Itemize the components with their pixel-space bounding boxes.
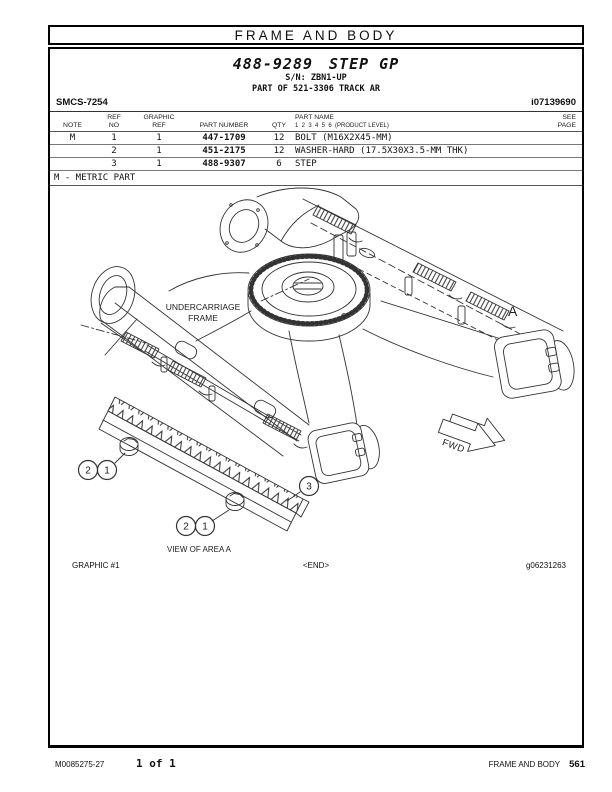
callout-leader	[211, 509, 230, 522]
cell-part-name: WASHER-HARD (17.5X30X3.5-MM THK)	[295, 144, 524, 158]
page-footer: M0085275-27 1 of 1 FRAME AND BODY 561	[0, 757, 612, 771]
col-qty: QTY	[263, 112, 295, 132]
cell-part-name: BOLT (M16X2X45-MM)	[295, 131, 524, 145]
cell-ref-no: 2	[95, 144, 133, 158]
cell-qty: 12	[263, 144, 295, 158]
cell-ref-no: 1	[95, 131, 133, 145]
callout-leader	[114, 452, 126, 464]
center-bearing-ring	[247, 253, 371, 342]
group-part-title: STEP GP	[329, 55, 400, 73]
cell-note	[50, 144, 95, 158]
bolt	[119, 437, 139, 456]
cell-see-page	[524, 131, 582, 145]
product-level-sub: 1 2 3 4 5 6 (PRODUCT LEVEL)	[295, 122, 389, 129]
frame-label-line1: UNDERCARRIAGE	[166, 302, 241, 312]
callout-number: 3	[306, 482, 312, 493]
frame-label-line2: FRAME	[188, 313, 218, 323]
bottom-corner-mount	[307, 422, 380, 484]
callout-circle	[298, 475, 320, 497]
view-caption: VIEW OF AREA A	[167, 545, 232, 554]
footer-doc-number: M0085275-27	[55, 760, 105, 769]
part-of-line: PART OF 521-3306 TRACK AR	[252, 84, 380, 94]
smcs-row: SMCS-7254 i07139690	[50, 97, 582, 108]
bolt	[225, 492, 245, 511]
cell-graphic-ref: 1	[133, 157, 185, 171]
col-part-number: PART NUMBER	[185, 112, 263, 132]
right-corner-mount	[494, 329, 575, 399]
upper-left-mount	[219, 187, 376, 262]
cell-part-number: 447-1709	[185, 131, 263, 145]
cell-part-name: STEP	[295, 157, 524, 171]
cell-note: M	[50, 131, 95, 145]
label-leader-line	[260, 278, 310, 302]
step-strips-right	[312, 205, 516, 329]
callouts	[77, 459, 320, 537]
footer-page-number: 561	[569, 759, 585, 770]
graphic-number: GRAPHIC #1	[72, 561, 120, 570]
graphic-caption-row: GRAPHIC #1 <END> g06231263	[50, 561, 582, 573]
callout-number: 2	[85, 466, 91, 477]
end-marker: <END>	[302, 561, 330, 570]
parts-diagram: UNDERCARRIAGE FRAME A FWD 2 1 2 1 3 VIEW…	[77, 187, 575, 554]
metric-footnote: M - METRIC PART	[50, 171, 582, 186]
callout-circle	[194, 515, 216, 537]
col-note: NOTE	[50, 112, 95, 132]
label-leader-line	[80, 324, 147, 344]
callout-number: 2	[183, 522, 189, 533]
cell-qty: 12	[263, 131, 295, 145]
cell-part-number: 451-2175	[185, 144, 263, 158]
cell-note	[50, 157, 95, 171]
footer-page-count: 1 of 1	[136, 757, 176, 770]
table-row: M 1 1 447-1709 12 BOLT (M16X2X45-MM)	[50, 131, 582, 145]
callout-circle	[96, 459, 118, 481]
callout-number: 1	[104, 466, 110, 477]
cell-ref-no: 3	[95, 157, 133, 171]
table-row: 3 1 488-9307 6 STEP	[50, 157, 582, 171]
cell-see-page	[524, 157, 582, 171]
graphic-id: g06231263	[525, 561, 566, 570]
cell-see-page	[524, 144, 582, 158]
callout-number: 1	[202, 522, 208, 533]
cell-part-number: 488-9307	[185, 157, 263, 171]
section-title: FRAME AND BODY	[234, 27, 398, 43]
table-row: 2 1 451-2175 12 WASHER-HARD (17.5X30X3.5…	[50, 144, 582, 158]
doc-id: i07139690	[531, 97, 576, 108]
fwd-arrow-icon	[437, 413, 506, 452]
cell-graphic-ref: 1	[133, 144, 185, 158]
cell-qty: 6	[263, 157, 295, 171]
content-box: 488-9289 STEP GP S/N: ZBN1-UP PART OF 521…	[48, 47, 584, 748]
serial-range: S/N: ZBN1-UP	[285, 73, 347, 83]
section-header-box: FRAME AND BODY	[48, 25, 584, 45]
smcs-code: SMCS-7254	[56, 97, 108, 108]
group-part-number: 488-9289	[232, 55, 314, 73]
group-title: 488-9289 STEP GP	[50, 55, 582, 73]
cell-graphic-ref: 1	[133, 131, 185, 145]
area-letter: A	[508, 303, 518, 319]
step-detail	[98, 396, 310, 532]
callout-leader	[286, 491, 301, 502]
footer-section: FRAME AND BODY	[488, 760, 561, 769]
